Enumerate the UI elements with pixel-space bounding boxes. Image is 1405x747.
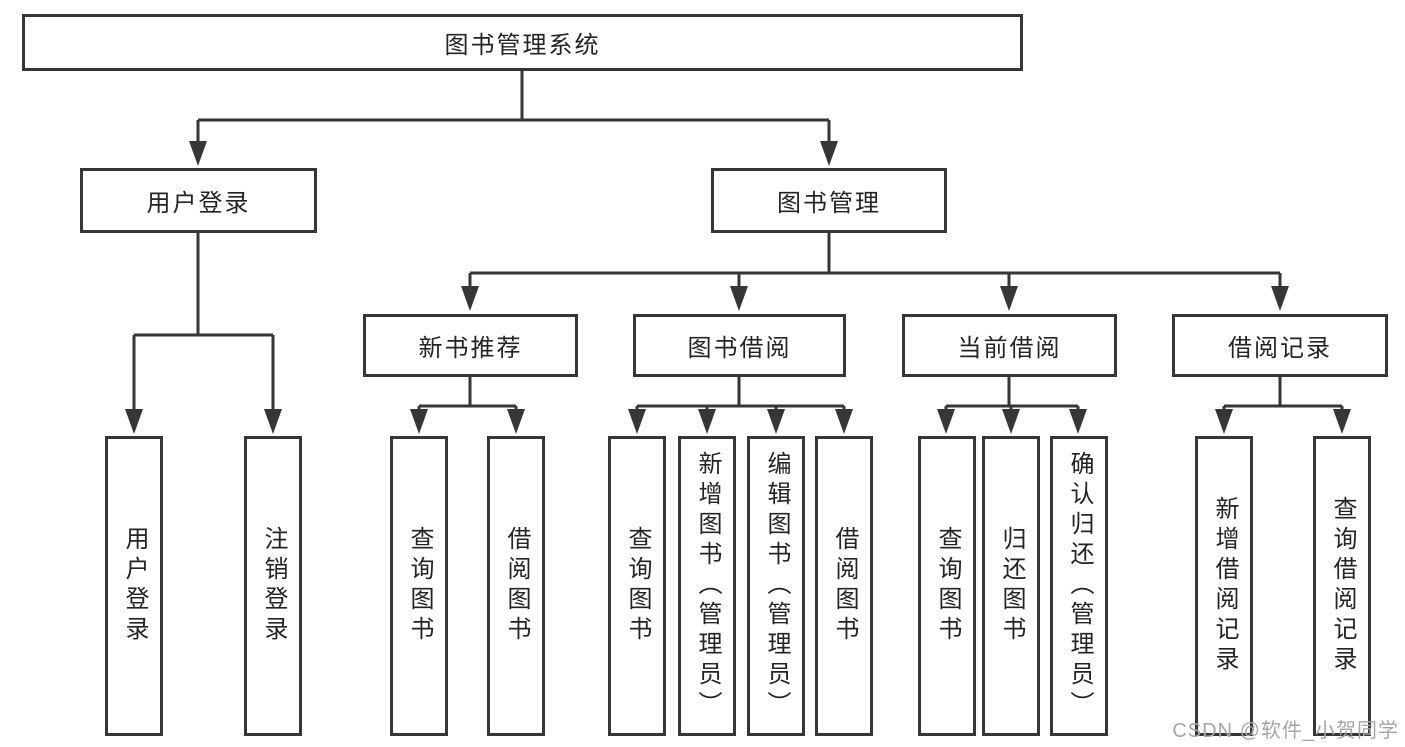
leaf-user-login: 用户登录 [105,436,163,736]
node-label: 归还图书 [998,526,1025,646]
leaf-query-borrow-record: 查询借阅记录 [1313,436,1371,736]
node-label: 用户登录 [146,190,251,217]
leaf-query-books-borrowing: 查询图书 [608,436,666,736]
leaf-borrow-books-recommend: 借阅图书 [487,436,545,736]
leaf-query-books-recommend: 查询图书 [390,436,448,736]
node-label: 图书借阅 [687,335,792,362]
node-label: 借阅记录 [1228,335,1332,362]
node-label: 注销登录 [260,526,287,646]
leaf-edit-books-admin: 编辑图书（管理员） [747,436,805,736]
leaf-confirm-return-admin: 确认归还（管理员） [1050,436,1108,736]
node-label: 图书管理 [777,190,881,217]
node-new-book-recommendation: 新书推荐 [363,314,578,377]
node-current-borrowing: 当前借阅 [902,314,1117,377]
node-label: 图书管理系统 [444,32,601,59]
leaf-query-books-current: 查询图书 [918,436,976,736]
node-label: 借阅图书 [503,526,530,646]
node-book-borrowing: 图书借阅 [633,314,846,377]
node-label: 借阅图书 [831,526,858,646]
node-label: 新书推荐 [418,335,523,362]
leaf-return-books: 归还图书 [982,436,1040,736]
node-label: 查询图书 [934,526,961,646]
node-label: 当前借阅 [957,335,1062,362]
node-label: 查询图书 [406,526,433,646]
leaf-add-books-admin: 新增图书（管理员） [678,436,736,736]
node-label: 查询借阅记录 [1329,496,1356,676]
node-label: 编辑图书（管理员） [763,451,790,721]
node-label: 新增借阅记录 [1211,496,1238,676]
leaf-add-borrow-record: 新增借阅记录 [1195,436,1253,736]
node-label: 新增图书（管理员） [694,451,721,721]
node-library-management-system: 图书管理系统 [22,14,1023,71]
node-label: 查询图书 [624,526,651,646]
node-label: 确认归还（管理员） [1066,451,1093,721]
node-borrowing-records: 借阅记录 [1172,314,1388,377]
node-user-login: 用户登录 [80,168,317,233]
leaf-logout: 注销登录 [244,436,302,736]
node-label: 用户登录 [121,526,148,646]
node-book-management: 图书管理 [711,168,947,233]
leaf-borrow-books-borrowing: 借阅图书 [815,436,873,736]
csdn-watermark: CSDN @软件_小贺同学 [1172,720,1399,742]
